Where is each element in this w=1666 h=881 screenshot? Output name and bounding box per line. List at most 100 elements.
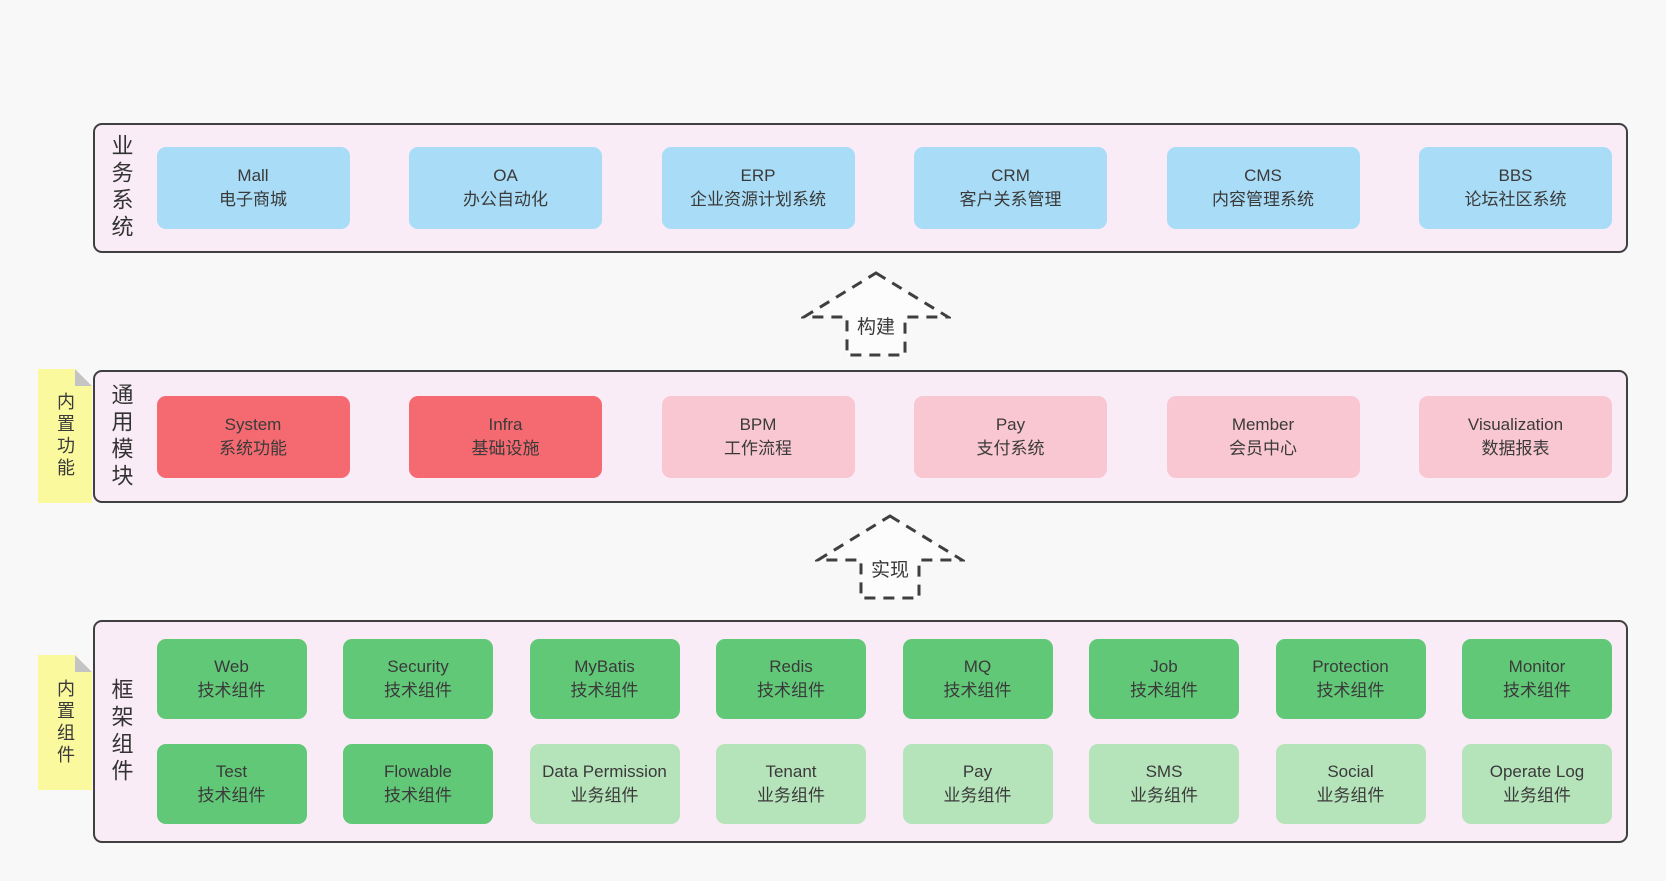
box-title: Pay bbox=[995, 414, 1026, 434]
box-subtitle: 工作流程 bbox=[724, 438, 792, 458]
box-subtitle: 支付系统 bbox=[976, 438, 1045, 458]
box-subtitle: 会员中心 bbox=[1229, 438, 1297, 458]
box-monitor: Monitor 技术组件 bbox=[1462, 639, 1612, 719]
box-visualization: Visualization 数据报表 bbox=[1419, 395, 1612, 478]
box-title: BPM bbox=[739, 414, 777, 434]
box-system: System 系统功能 bbox=[156, 395, 350, 478]
box-subtitle: 企业资源计划系统 bbox=[690, 190, 826, 209]
box-title: Redis bbox=[769, 657, 813, 676]
box-data-permission: Data Permission 业务组件 bbox=[529, 744, 680, 824]
box-title: Visualization bbox=[1467, 414, 1564, 434]
box-sms: SMS 业务组件 bbox=[1089, 744, 1239, 824]
box-title: ERP bbox=[740, 166, 776, 185]
box-job: Job 技术组件 bbox=[1089, 639, 1239, 719]
box-subtitle: 论坛社区系统 bbox=[1464, 190, 1567, 209]
box-redis: Redis 技术组件 bbox=[716, 639, 866, 719]
box-mybatis: MyBatis 技术组件 bbox=[529, 639, 680, 719]
box-oa: OA 办公自动化 bbox=[409, 147, 602, 229]
band-common-modules-content: System 系统功能 Infra 基础设施 BPM 工作流程 Pay 支付系统… bbox=[156, 395, 1612, 478]
box-subtitle: 数据报表 bbox=[1481, 438, 1550, 458]
box-subtitle: 业务组件 bbox=[570, 786, 639, 805]
box-title: Member bbox=[1231, 414, 1295, 434]
box-subtitle: 技术组件 bbox=[757, 681, 825, 700]
box-title: MQ bbox=[963, 657, 992, 676]
box-bpm: BPM 工作流程 bbox=[661, 395, 855, 478]
box-mq: MQ 技术组件 bbox=[902, 639, 1053, 719]
framework-row-2: Test 技术组件 Flowable 技术组件 Data Permission … bbox=[156, 744, 1612, 824]
box-title: Operate Log bbox=[1489, 762, 1585, 781]
sticky-note-built-in-components: 内置组件 bbox=[38, 655, 92, 790]
box-subtitle: 业务组件 bbox=[1130, 786, 1198, 805]
band-business-systems-content: Mall 电子商城 OA 办公自动化 ERP 企业资源计划系统 CRM 客户关系… bbox=[156, 147, 1612, 229]
arrow-implement-label: 实现 bbox=[868, 555, 912, 582]
box-title: Infra bbox=[488, 414, 523, 434]
box-crm: CRM 客户关系管理 bbox=[914, 147, 1107, 229]
box-title: Monitor bbox=[1508, 657, 1566, 676]
box-flowable: Flowable 技术组件 bbox=[343, 744, 493, 824]
box-infra: Infra 基础设施 bbox=[409, 395, 602, 478]
box-web: Web 技术组件 bbox=[156, 639, 307, 719]
box-subtitle: 技术组件 bbox=[1130, 681, 1198, 700]
box-title: Test bbox=[215, 762, 248, 781]
box-subtitle: 业务组件 bbox=[1503, 786, 1571, 805]
box-social: Social 业务组件 bbox=[1275, 744, 1426, 824]
band-business-systems-label: 业务系统 bbox=[108, 134, 134, 242]
box-subtitle: 技术组件 bbox=[1316, 681, 1385, 700]
box-title: SMS bbox=[1145, 762, 1183, 781]
box-pay-component: Pay 业务组件 bbox=[902, 744, 1053, 824]
box-subtitle: 办公自动化 bbox=[463, 190, 548, 209]
box-test: Test 技术组件 bbox=[156, 744, 307, 824]
box-tenant: Tenant 业务组件 bbox=[716, 744, 866, 824]
box-subtitle: 业务组件 bbox=[757, 786, 825, 805]
band-framework-components: 框架组件 Web 技术组件 Security 技术组件 MyBatis 技术组件… bbox=[93, 620, 1628, 843]
box-subtitle: 技术组件 bbox=[1503, 681, 1571, 700]
box-title: Security bbox=[387, 657, 449, 676]
box-subtitle: 技术组件 bbox=[384, 681, 452, 700]
box-subtitle: 业务组件 bbox=[1316, 786, 1385, 805]
band-framework-components-label: 框架组件 bbox=[108, 677, 134, 786]
framework-row-1: Web 技术组件 Security 技术组件 MyBatis 技术组件 Redi… bbox=[156, 639, 1612, 719]
box-subtitle: 内容管理系统 bbox=[1212, 190, 1314, 209]
box-pay-system: Pay 支付系统 bbox=[914, 395, 1107, 478]
box-title: Flowable bbox=[383, 762, 453, 781]
arrow-implement: 实现 bbox=[815, 513, 965, 601]
box-mall: Mall 电子商城 bbox=[156, 147, 350, 229]
box-title: OA bbox=[493, 166, 518, 185]
box-operate-log: Operate Log 业务组件 bbox=[1462, 744, 1612, 824]
box-subtitle: 技术组件 bbox=[197, 786, 266, 805]
box-erp: ERP 企业资源计划系统 bbox=[661, 147, 855, 229]
box-protection: Protection 技术组件 bbox=[1275, 639, 1426, 719]
box-subtitle: 技术组件 bbox=[570, 681, 639, 700]
box-title: Data Permission bbox=[542, 762, 667, 781]
sticky-note-text: 内置组件 bbox=[55, 678, 75, 767]
box-title: BBS bbox=[1498, 166, 1533, 185]
box-subtitle: 客户关系管理 bbox=[959, 190, 1062, 209]
box-title: CMS bbox=[1244, 166, 1282, 185]
arrow-build: 构建 bbox=[801, 270, 951, 358]
box-title: Job bbox=[1150, 657, 1178, 676]
box-title: MyBatis bbox=[574, 657, 635, 676]
box-security: Security 技术组件 bbox=[343, 639, 493, 719]
box-bbs: BBS 论坛社区系统 bbox=[1419, 147, 1612, 229]
box-subtitle: 电子商城 bbox=[219, 190, 287, 209]
sticky-note-built-in-features: 内置功能 bbox=[38, 369, 92, 503]
arrow-build-label: 构建 bbox=[854, 312, 898, 339]
box-title: Protection bbox=[1312, 657, 1389, 676]
band-common-modules-label: 通用模块 bbox=[108, 382, 134, 491]
box-subtitle: 技术组件 bbox=[197, 681, 266, 700]
box-title: Social bbox=[1327, 762, 1374, 781]
box-subtitle: 基础设施 bbox=[471, 438, 540, 458]
band-common-modules: 通用模块 System 系统功能 Infra 基础设施 BPM 工作流程 Pay… bbox=[93, 370, 1628, 503]
box-member: Member 会员中心 bbox=[1166, 395, 1360, 478]
box-title: Mall bbox=[237, 166, 269, 185]
box-subtitle: 技术组件 bbox=[384, 786, 452, 805]
box-cms: CMS 内容管理系统 bbox=[1166, 147, 1360, 229]
box-subtitle: 业务组件 bbox=[943, 786, 1012, 805]
band-business-systems: 业务系统 Mall 电子商城 OA 办公自动化 ERP 企业资源计划系统 CRM… bbox=[93, 123, 1628, 253]
box-subtitle: 技术组件 bbox=[943, 681, 1012, 700]
band-framework-components-content: Web 技术组件 Security 技术组件 MyBatis 技术组件 Redi… bbox=[156, 639, 1612, 824]
box-title: Web bbox=[214, 657, 249, 676]
box-subtitle: 系统功能 bbox=[219, 438, 287, 458]
sticky-note-text: 内置功能 bbox=[55, 392, 75, 480]
